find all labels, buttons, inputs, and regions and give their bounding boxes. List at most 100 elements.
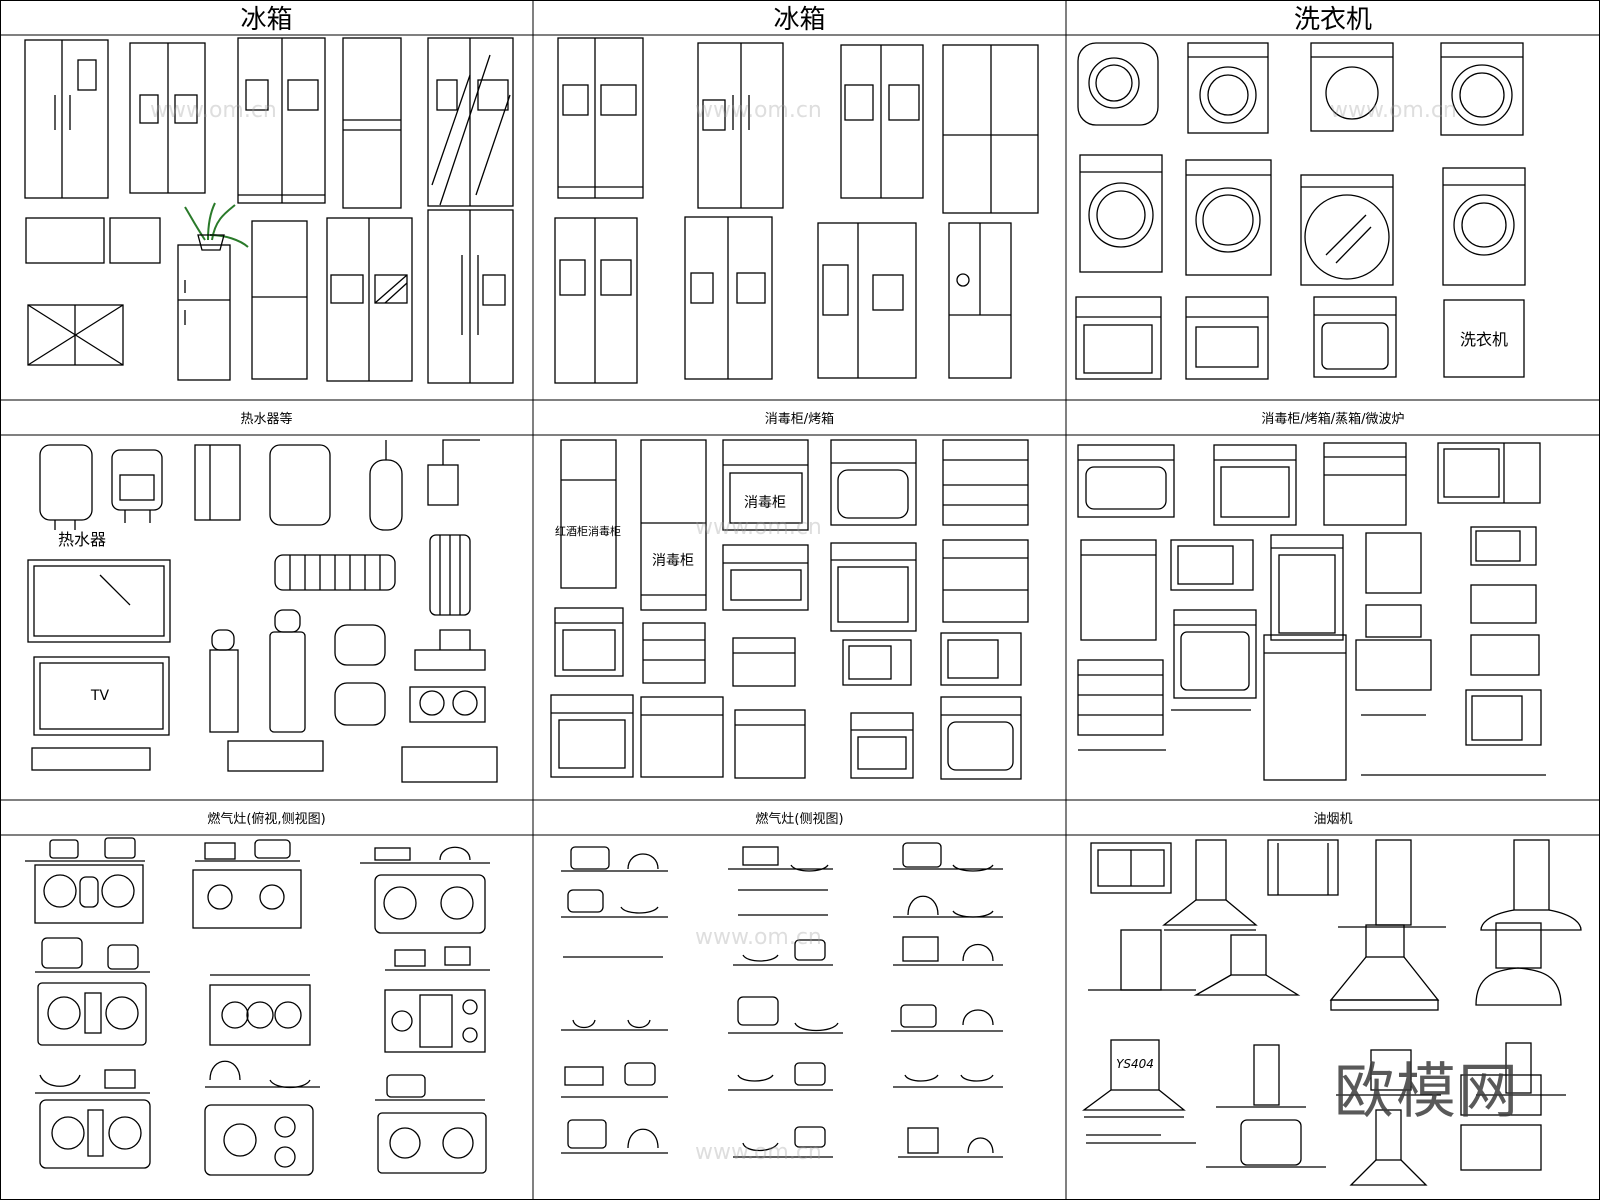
water-heater-icon bbox=[39, 444, 93, 530]
cookware-icon bbox=[893, 895, 1003, 918]
cookware-icon bbox=[561, 846, 668, 872]
washing-machine-icon bbox=[1077, 42, 1159, 126]
cookware-icon bbox=[561, 1119, 668, 1154]
watermark-site: www.om.cn bbox=[695, 98, 822, 123]
microwave-icon bbox=[842, 639, 912, 686]
fridge-icon bbox=[129, 42, 206, 194]
microwave-icon bbox=[1170, 539, 1254, 591]
gas-stove-icon bbox=[384, 989, 486, 1053]
header-range-hood: 油烟机 bbox=[1313, 812, 1353, 827]
cookware-icon bbox=[893, 936, 1003, 966]
tv-icon bbox=[33, 656, 170, 736]
watermark-site: www.om.cn bbox=[695, 1140, 822, 1165]
fridge-icon bbox=[25, 217, 105, 264]
water-heater-icon bbox=[111, 449, 163, 523]
range-hood-icon bbox=[1082, 1039, 1186, 1118]
watermark-site: www.om.cn bbox=[695, 515, 822, 540]
washing-machine-icon bbox=[1079, 154, 1163, 273]
water-heater-icon bbox=[369, 440, 403, 531]
fridge-icon bbox=[251, 220, 308, 380]
washing-machine-icon bbox=[1310, 42, 1394, 132]
cookware-icon bbox=[25, 837, 145, 862]
cookware-icon bbox=[385, 946, 490, 971]
fridge-icon bbox=[948, 222, 1012, 379]
watermark-site: www.om.cn bbox=[1330, 98, 1457, 123]
oven-icon bbox=[942, 439, 1029, 526]
cookware-icon bbox=[360, 846, 490, 864]
range-hood-icon bbox=[1476, 1042, 1566, 1096]
microwave-icon bbox=[1365, 604, 1422, 638]
cookware-icon bbox=[35, 937, 150, 973]
fridge-icon bbox=[326, 217, 413, 382]
water-dispenser-icon bbox=[209, 629, 239, 733]
panel-fridges-2 bbox=[554, 37, 1039, 384]
dvd-player-icon bbox=[31, 747, 151, 771]
fridge-icon bbox=[697, 42, 784, 209]
sterilizer-label: 消毒柜 bbox=[652, 553, 694, 569]
sterilizer-label: 消毒柜 bbox=[744, 495, 786, 511]
fridge-icon bbox=[942, 44, 1039, 214]
gas-stove-icon bbox=[377, 1112, 487, 1174]
range-hood-icon bbox=[1338, 839, 1446, 928]
cookware-icon bbox=[738, 889, 828, 916]
oven-icon bbox=[722, 544, 809, 611]
cookware-icon bbox=[375, 1074, 485, 1101]
sterilizer-cabinet-icon bbox=[642, 622, 706, 684]
watermark-site: www.om.cn bbox=[150, 98, 277, 123]
header-washer: 洗衣机 bbox=[1293, 5, 1372, 35]
av-receiver-icon bbox=[401, 746, 498, 783]
washing-machine-icon bbox=[1442, 167, 1526, 286]
microwave-icon bbox=[1470, 526, 1537, 566]
cookware-icon bbox=[561, 1019, 668, 1031]
dishwasher-icon bbox=[1185, 296, 1269, 380]
oven-icon bbox=[942, 539, 1029, 623]
coffee-machine-icon bbox=[1365, 532, 1422, 594]
fridge-icon bbox=[24, 39, 109, 199]
fridge-icon bbox=[342, 37, 402, 209]
oven-icon bbox=[1077, 659, 1164, 736]
plant-icon bbox=[184, 202, 249, 248]
range-hood-icon bbox=[1162, 839, 1258, 931]
induction-cooker-icon bbox=[409, 686, 486, 723]
panel-gas-stoves-top bbox=[25, 837, 490, 1176]
header-sterilizer-oven-steam-microwave: 消毒柜/烤箱/蒸箱/微波炉 bbox=[1261, 412, 1405, 427]
radiator-icon bbox=[429, 534, 471, 616]
cookware-icon bbox=[898, 1127, 1003, 1158]
oven-icon bbox=[554, 607, 624, 677]
fridge-icon bbox=[427, 37, 514, 207]
oven-icon bbox=[830, 439, 917, 526]
gas-stove-icon bbox=[374, 874, 486, 934]
sterilizer-cabinet-icon bbox=[1080, 539, 1157, 641]
header-gas-stove-top-side: 燃气灶(俯视,侧视图) bbox=[207, 812, 326, 827]
fridge-icon bbox=[840, 44, 924, 199]
fridge-icon bbox=[427, 209, 514, 384]
microwave-icon bbox=[1470, 584, 1537, 624]
cookware-icon bbox=[35, 1069, 150, 1094]
av-receiver-icon bbox=[227, 740, 324, 772]
gas-stove-icon bbox=[34, 864, 144, 924]
heater-label: 热水器 bbox=[58, 530, 106, 549]
cookware-icon bbox=[893, 1074, 1003, 1088]
oven-icon bbox=[722, 439, 809, 531]
sterilizer-vertical-label: 红酒柜消毒柜 bbox=[555, 524, 621, 538]
header-water-heater: 热水器等 bbox=[240, 412, 293, 427]
cookware-icon bbox=[728, 846, 833, 872]
header-fridge-1: 冰箱 bbox=[240, 5, 293, 35]
range-hood-icon bbox=[1206, 1119, 1326, 1168]
oven-icon bbox=[734, 709, 806, 779]
range-hood-icon bbox=[1480, 839, 1582, 931]
washer-label: 洗衣机 bbox=[1460, 330, 1508, 349]
fridge-icon bbox=[237, 37, 326, 204]
oven-icon bbox=[1270, 534, 1344, 641]
panel-water-heaters: 热水器 TV bbox=[27, 439, 498, 783]
range-hood-icon bbox=[1349, 1109, 1428, 1186]
oven-icon bbox=[1323, 442, 1407, 526]
rice-cooker-icon bbox=[334, 682, 386, 726]
gas-stove-icon bbox=[204, 1104, 314, 1176]
watermark-site: www.om.cn bbox=[695, 925, 822, 950]
water-heater-icon bbox=[269, 444, 331, 526]
cookware-icon bbox=[561, 1062, 668, 1098]
dishwasher-icon bbox=[1075, 296, 1162, 380]
oven-icon bbox=[850, 712, 914, 779]
hood-model-label: YS404 bbox=[1116, 1057, 1154, 1071]
